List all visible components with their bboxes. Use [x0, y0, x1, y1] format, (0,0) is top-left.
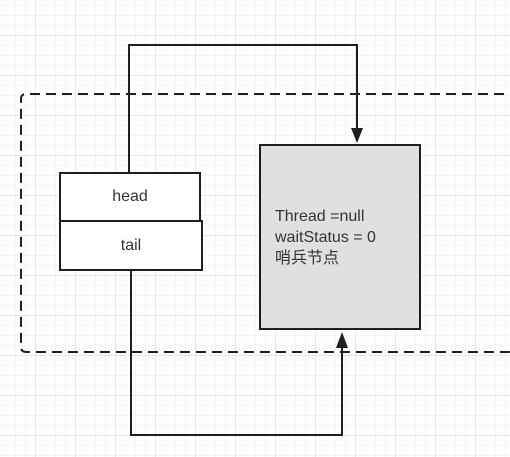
sentinel-node[interactable]: Thread =null waitStatus = 0 哨兵节点	[259, 144, 421, 330]
head-pointer-line	[128, 44, 358, 172]
tail-pointer-arrowhead	[336, 332, 348, 348]
sentinel-text: Thread =null waitStatus = 0 哨兵节点	[275, 206, 376, 269]
sentinel-thread-line: Thread =null	[275, 207, 365, 225]
head-node[interactable]: head	[59, 172, 201, 222]
dashed-container	[20, 93, 510, 353]
head-pointer-arrowhead	[351, 128, 363, 143]
sentinel-waitstatus-line: waitStatus = 0	[275, 228, 376, 246]
head-label: head	[112, 188, 148, 205]
tail-node[interactable]: tail	[59, 220, 203, 271]
tail-pointer-line	[130, 271, 343, 436]
tail-label: tail	[120, 236, 142, 254]
sentinel-name-line: 哨兵节点	[275, 249, 340, 267]
